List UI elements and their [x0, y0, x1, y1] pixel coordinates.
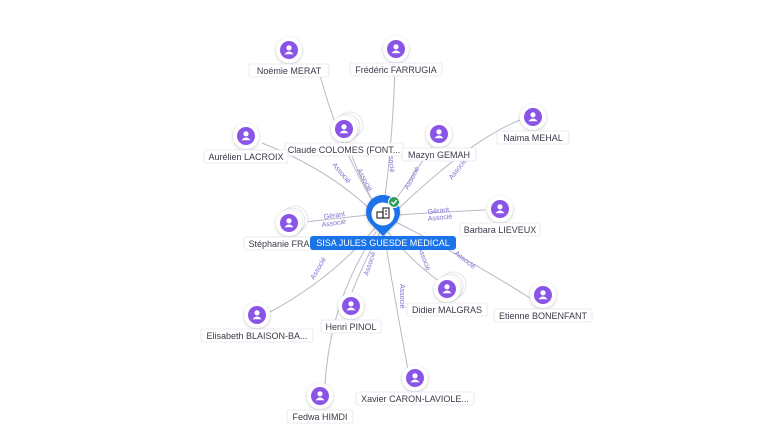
person-node-stephanie[interactable]: Stéphanie FRAEN... — [243, 205, 335, 251]
person-label: Fedwa HIMDI — [292, 412, 347, 422]
edge-barbara — [397, 209, 486, 216]
person-node-frederic[interactable]: Frédéric FARRUGIA — [349, 36, 443, 77]
person-node-etienne[interactable]: Etienne BONENFANT — [493, 282, 593, 323]
person-label: Naima MEHAL — [503, 133, 563, 143]
person-icon — [335, 120, 353, 138]
edge-label-associe: Associé — [404, 166, 422, 191]
person-icon — [406, 369, 424, 387]
person-icon — [438, 280, 456, 298]
person-label: Frédéric FARRUGIA — [355, 65, 437, 75]
person-label-bg — [320, 319, 382, 334]
company-label-bg — [310, 236, 456, 250]
edge-label-associe: Associé — [363, 251, 377, 277]
person-label-bg — [406, 302, 488, 317]
edge-aurelien — [261, 142, 374, 213]
person-node-aurelien[interactable]: Aurélien LACROIX — [203, 123, 289, 164]
person-label: Henri PINOL — [325, 322, 376, 332]
person-icon — [237, 127, 255, 145]
company-label: SISA JULES GUESDE MEDICAL — [316, 238, 450, 248]
person-icon — [387, 40, 405, 58]
person-icon — [524, 108, 542, 126]
edge-label-associe: Associé — [387, 148, 395, 173]
person-label-bg — [355, 391, 475, 406]
person-icon — [280, 214, 298, 232]
person-node-xavier[interactable]: Xavier CARON-LAVIOLE... — [355, 365, 475, 406]
person-label: Noémie MERAT — [257, 66, 322, 76]
person-label: Xavier CARON-LAVIOLE... — [361, 394, 469, 404]
edge-label-associe: Associé — [398, 284, 405, 309]
edge-stephanie — [304, 214, 369, 223]
person-label-bg — [401, 147, 477, 162]
person-label: Barbara LIEVEUX — [464, 225, 537, 235]
person-label: Didier MALGRAS — [412, 305, 482, 315]
person-label: Claude COLOMES (FONT... — [288, 145, 401, 155]
person-node-naima[interactable]: Naima MEHAL — [496, 104, 570, 145]
check-badge-icon — [388, 196, 400, 208]
edge-frederic — [382, 69, 396, 211]
person-icon — [342, 297, 360, 315]
edge-label-associe: Associé — [330, 162, 351, 185]
edge-label-associe: Associé — [453, 250, 477, 271]
person-icon — [491, 200, 509, 218]
person-icon — [534, 286, 552, 304]
person-label: Elisabeth BLAISON-BA... — [206, 331, 307, 341]
company-node[interactable]: SISA JULES GUESDE MEDICAL — [310, 195, 456, 250]
person-label: Stéphanie FRAEN... — [248, 239, 329, 249]
person-node-elisabeth[interactable]: Elisabeth BLAISON-BA... — [200, 302, 314, 343]
person-icon — [280, 41, 298, 59]
person-icon — [311, 387, 329, 405]
person-node-henri[interactable]: Henri PINOL — [320, 293, 382, 334]
edge-label-associe: Associé — [427, 213, 452, 223]
person-node-claude[interactable]: Claude COLOMES (FONT... — [284, 111, 404, 157]
person-label-bg — [203, 149, 289, 164]
edge-label-gerant: Gérant — [323, 211, 345, 221]
person-label-bg — [459, 222, 541, 237]
person-label: Mazyn GEMAH — [408, 150, 470, 160]
person-node-didier[interactable]: Didier MALGRAS — [406, 271, 488, 317]
person-label-bg — [493, 308, 593, 323]
person-label: Etienne BONENFANT — [499, 311, 588, 321]
edge-label-gerant: Gérant — [427, 207, 449, 216]
person-icon — [430, 125, 448, 143]
person-label-bg — [200, 328, 314, 343]
person-label: Aurélien LACROIX — [208, 152, 283, 162]
company-icon — [376, 207, 390, 219]
person-label-bg — [286, 409, 354, 424]
person-icon — [248, 306, 266, 324]
person-nodes: Noémie MERAT Frédéric FARRUGIA Claude CO… — [200, 36, 593, 424]
edge-label-associe: Associé — [310, 256, 328, 281]
person-node-noemie[interactable]: Noémie MERAT — [248, 37, 330, 78]
edge-etienne — [395, 221, 531, 299]
person-label-bg — [496, 130, 570, 145]
person-node-fedwa[interactable]: Fedwa HIMDI — [286, 383, 354, 424]
person-node-barbara[interactable]: Barbara LIEVEUX — [459, 196, 541, 237]
edge-label-associe: Associé — [321, 219, 346, 229]
edge-label-associe: Associé — [416, 246, 431, 272]
edge-label-associe: Associé — [355, 168, 373, 193]
person-node-mazyn[interactable]: Mazyn GEMAH — [401, 121, 477, 162]
person-label-bg — [349, 62, 443, 77]
person-label-bg — [248, 63, 330, 78]
